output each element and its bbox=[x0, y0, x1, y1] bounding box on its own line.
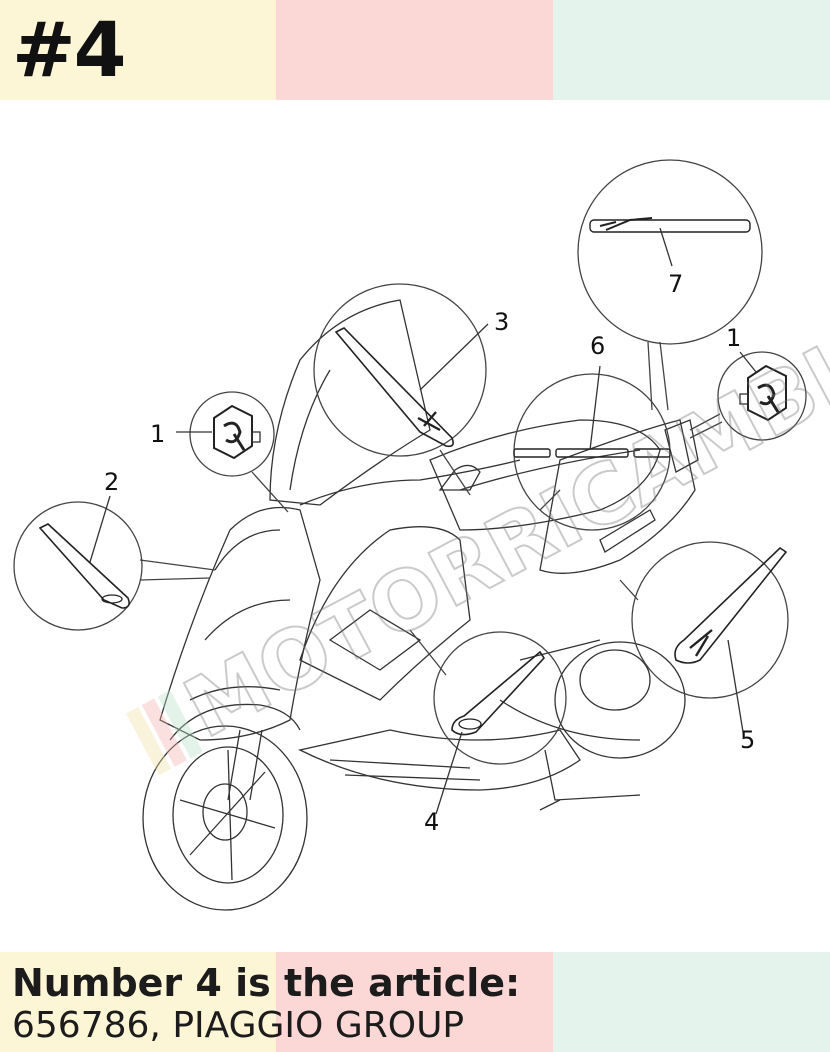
badge-decal-right bbox=[739, 364, 787, 422]
callout-5: 5 bbox=[740, 726, 755, 754]
stripe-decal-part-7 bbox=[589, 219, 751, 233]
windscreen-inner bbox=[289, 369, 331, 491]
detail-circle-part-7 bbox=[577, 159, 763, 345]
detail-circle-part-1-left bbox=[189, 391, 275, 477]
stripe-decal-part-6 bbox=[513, 448, 671, 458]
footer-band bbox=[0, 952, 830, 1052]
seat bbox=[429, 419, 661, 531]
flag-decal-part-4-logo bbox=[458, 718, 482, 730]
front-rim bbox=[172, 746, 284, 884]
engine-cover bbox=[579, 649, 651, 711]
exhaust bbox=[499, 639, 641, 741]
detail-circle-part-5 bbox=[631, 541, 789, 699]
flag-decal-part-4 bbox=[451, 650, 546, 736]
leg-shield bbox=[299, 526, 471, 701]
mirror bbox=[438, 464, 481, 491]
decals bbox=[38, 217, 788, 736]
caption-heading: Number 4 is the article: bbox=[12, 961, 521, 1005]
footer-band-green bbox=[553, 952, 830, 1052]
rear-wheel bbox=[554, 641, 686, 759]
front-rim-spokes bbox=[179, 749, 276, 881]
front-fork bbox=[227, 729, 263, 801]
front-tire bbox=[142, 725, 308, 911]
header-band-pink bbox=[276, 0, 553, 100]
callout-7: 7 bbox=[668, 270, 683, 298]
center-stand bbox=[539, 749, 641, 811]
watermark-text: MOTORRICAMBI bbox=[170, 329, 830, 757]
header-band-green bbox=[553, 0, 830, 100]
callout-1-left: 1 bbox=[150, 420, 165, 448]
part-number-title: #4 bbox=[12, 5, 127, 94]
watermark-yellow-bar bbox=[125, 706, 172, 776]
center-tunnel bbox=[328, 609, 422, 671]
rear-body bbox=[539, 419, 696, 574]
tail-light bbox=[664, 419, 699, 473]
callout-4: 4 bbox=[424, 808, 439, 836]
handlebar bbox=[299, 459, 521, 506]
footer-band-pink bbox=[276, 952, 553, 1052]
callout-6: 6 bbox=[590, 332, 605, 360]
detail-circle-part-3 bbox=[313, 283, 487, 457]
leader-lines bbox=[139, 341, 723, 676]
flag-decal-part-3 bbox=[334, 327, 454, 448]
watermark-pink-bar bbox=[141, 698, 188, 767]
front-body bbox=[159, 506, 321, 741]
header-band bbox=[0, 0, 830, 100]
detail-circle-part-1-right bbox=[717, 351, 807, 441]
callout-numbers: 1 2 3 6 7 1 5 4 bbox=[104, 270, 755, 836]
callout-1-right: 1 bbox=[726, 324, 741, 352]
footer-band-yellow bbox=[0, 952, 276, 1052]
article-number: 656786, PIAGGIO GROUP bbox=[12, 1005, 465, 1046]
badge-decal-left bbox=[213, 404, 261, 460]
flag-decal-part-2-logo bbox=[101, 594, 123, 604]
callout-3: 3 bbox=[494, 308, 509, 336]
seat-line bbox=[459, 449, 641, 491]
flag-decal-part-3-logo bbox=[417, 411, 441, 432]
flag-decal-part-5-logo bbox=[689, 629, 713, 657]
watermark-green-bar bbox=[157, 690, 203, 759]
flag-decal-part-5 bbox=[674, 546, 788, 664]
front-body-detail bbox=[189, 529, 291, 701]
front-brake-disc bbox=[202, 783, 248, 841]
windscreen bbox=[269, 299, 431, 506]
callout-2: 2 bbox=[104, 468, 119, 496]
footboard bbox=[298, 729, 581, 791]
stripe-decal-part-7-logo bbox=[599, 217, 653, 231]
side-panel-stripe bbox=[599, 509, 656, 553]
header-band-yellow bbox=[0, 0, 276, 100]
scooter-drawing bbox=[142, 299, 699, 911]
watermark: MOTORRICAMBI bbox=[125, 328, 830, 776]
exploded-parts-diagram: MOTORRICAMBI 1 2 3 6 7 1 5 4 bbox=[13, 159, 830, 911]
flag-decal-part-2 bbox=[38, 523, 130, 609]
detail-circle-part-2 bbox=[13, 501, 143, 631]
callout-leaders bbox=[89, 227, 757, 815]
detail-circle-part-4 bbox=[433, 631, 567, 765]
footboard-ribs bbox=[329, 759, 481, 781]
